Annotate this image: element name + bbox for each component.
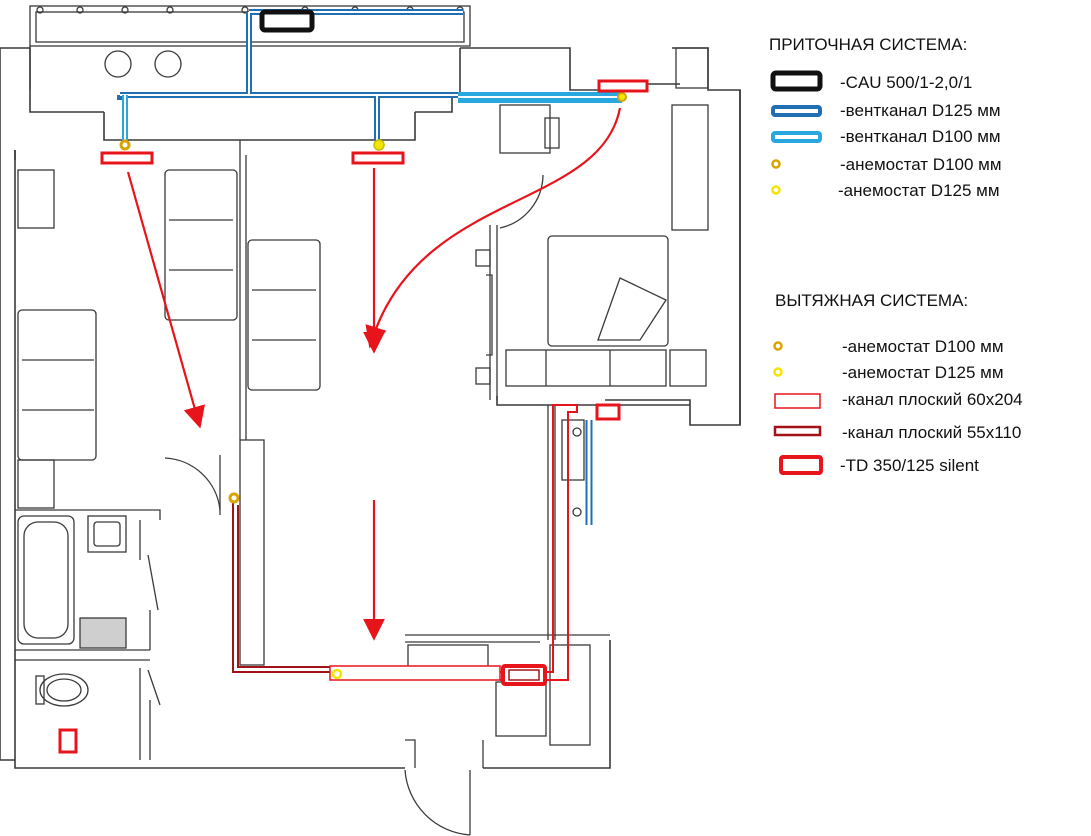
grille-red — [100, 151, 154, 165]
flat-duct-60x204-icon — [774, 393, 821, 409]
legend-label: -вентканал D100 мм — [840, 127, 1001, 146]
exhaust-grille — [595, 403, 621, 421]
bedroom — [475, 47, 709, 387]
supply-system — [117, 9, 627, 525]
exhaust-system — [58, 79, 649, 754]
legend-label: -TD 350/125 silent — [840, 456, 979, 475]
legend-label: -CAU 500/1-2,0/1 — [840, 73, 972, 92]
legend-label: -вентканал D125 мм — [840, 101, 1001, 120]
left-room-furniture — [17, 169, 321, 509]
legend-label: -анемостат D125 мм — [838, 181, 1000, 200]
legend-label: -анемостат D100 мм — [840, 155, 1002, 174]
grille-red — [351, 151, 405, 165]
anemostat-d125-icon — [773, 367, 783, 377]
grille-red — [597, 79, 649, 93]
legend-label: -канал плоский 55х110 — [842, 423, 1021, 442]
airflow-arrow — [365, 107, 622, 349]
legend-supply-title: ПРИТОЧНАЯ СИСТЕМА: — [769, 35, 967, 54]
anemostat-d125-icon — [771, 185, 781, 195]
legend-label: -канал плоский 60х204 — [842, 390, 1023, 409]
legend-label: -анемостат D125 мм — [842, 363, 1004, 382]
exhaust-grille — [58, 728, 78, 754]
td-fan-icon — [779, 455, 823, 475]
anemostat-d125 — [331, 668, 343, 680]
flat-duct-55x110 — [232, 500, 330, 673]
airflow-arrows — [126, 107, 622, 641]
legend-exhaust-title: ВЫТЯЖНАЯ СИСТЕМА: — [775, 291, 968, 310]
anemostat-d100-icon — [771, 159, 781, 169]
duct-d125-icon — [771, 105, 822, 117]
kitchen — [407, 419, 591, 746]
legend: ПРИТОЧНАЯ СИСТЕМА: -CAU 500/1-2,0/1 -вен… — [769, 35, 1023, 475]
duct-d100-icon — [771, 131, 822, 143]
legend-label: -анемостат D100 мм — [842, 337, 1004, 356]
airflow-arrow — [126, 171, 206, 429]
flat-duct-55x110-icon — [773, 425, 822, 437]
anemostat-d100 — [119, 139, 131, 151]
flat-duct-60x204 — [329, 665, 501, 681]
bathroom — [17, 515, 127, 707]
anemostat-d125 — [373, 139, 385, 151]
cau-unit-icon — [770, 70, 823, 92]
anemostat-d100-icon — [773, 341, 783, 351]
inner-walls — [15, 140, 610, 768]
flat-duct-60x204-riser — [548, 404, 578, 681]
doors — [147, 174, 544, 836]
floor-plan — [0, 5, 741, 836]
cau-unit — [259, 9, 315, 33]
anemostat-d100 — [617, 92, 627, 102]
anemostat-d100 — [228, 492, 240, 504]
